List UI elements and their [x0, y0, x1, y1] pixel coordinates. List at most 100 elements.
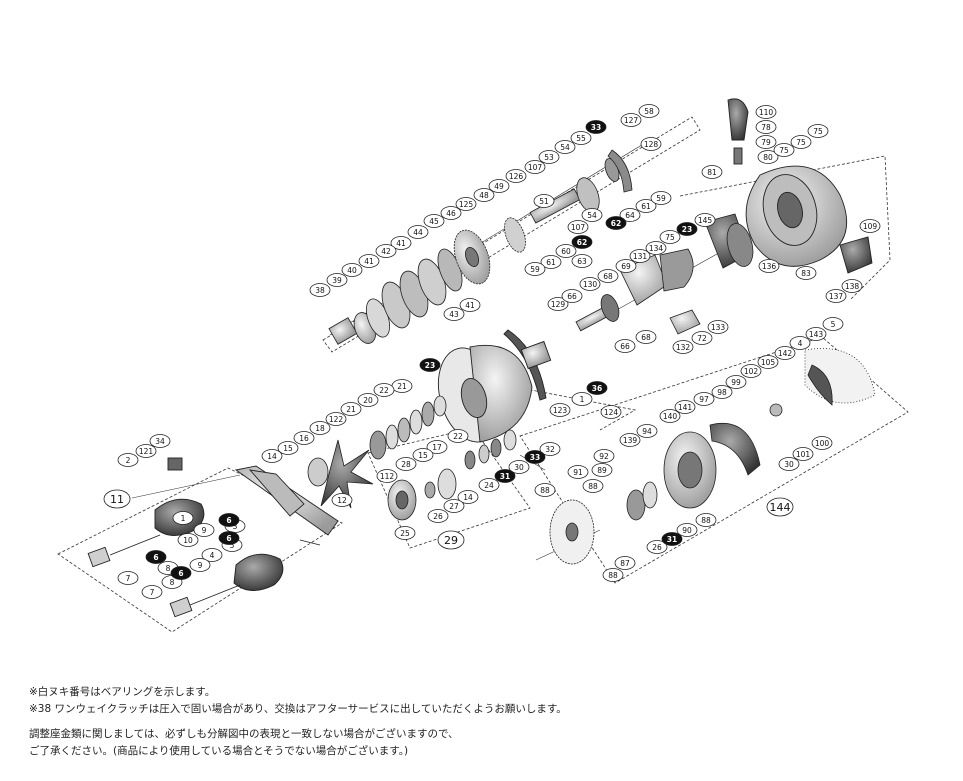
part-callout: 21: [340, 402, 362, 416]
part-callout: 75: [790, 135, 812, 149]
svg-text:48: 48: [479, 191, 489, 200]
svg-text:92: 92: [599, 452, 609, 461]
part-callout: 75: [773, 143, 795, 157]
svg-text:61: 61: [641, 202, 651, 211]
svg-text:60: 60: [561, 247, 571, 256]
svg-text:99: 99: [731, 378, 741, 387]
part-callout: 43: [443, 307, 465, 321]
group-outlines: [57, 116, 909, 633]
part-callout: 80: [757, 150, 779, 164]
part-callout: 2: [117, 453, 139, 467]
part-callout: 7: [117, 571, 139, 585]
svg-text:130: 130: [583, 280, 598, 289]
part-callout: 101: [792, 447, 814, 461]
part-callout: 12: [331, 493, 353, 507]
svg-text:8: 8: [166, 564, 171, 573]
part-callout: 49: [488, 179, 510, 193]
part-callout: 25: [394, 526, 416, 540]
svg-text:75: 75: [665, 233, 675, 242]
part-callout: 20: [357, 393, 379, 407]
svg-text:6: 6: [226, 534, 231, 543]
star-drag-assembly: [307, 395, 447, 509]
part-callout: 61: [635, 199, 657, 213]
part-callout: 79: [755, 135, 777, 149]
svg-text:21: 21: [346, 405, 356, 414]
part-callout: 129: [547, 297, 569, 311]
part-callout: 97: [693, 392, 715, 406]
note-washer-2: ご了承ください。(商品により使用している場合とそうでない場合がございます。): [29, 745, 409, 757]
part-callout: 38: [309, 283, 331, 297]
svg-text:54: 54: [560, 143, 570, 152]
part-callout: 61: [540, 255, 562, 269]
svg-text:51: 51: [539, 197, 549, 206]
part-callout: 46: [440, 206, 462, 220]
svg-text:1: 1: [580, 395, 585, 404]
part-callout: 142: [774, 346, 796, 360]
svg-text:38: 38: [315, 286, 325, 295]
side-plate: [727, 98, 873, 274]
svg-text:66: 66: [620, 342, 630, 351]
svg-text:32: 32: [545, 445, 555, 454]
part-callout: 58: [638, 104, 660, 118]
svg-text:17: 17: [432, 443, 442, 452]
svg-text:9: 9: [202, 526, 207, 535]
svg-text:46: 46: [446, 209, 456, 218]
part-callout: 54: [554, 140, 576, 154]
note-clutch: ※38 ワンウェイクラッチは圧入で固い場合があり、交換はアフターサービスに出して…: [29, 703, 567, 715]
part-callout: 24: [478, 478, 500, 492]
svg-text:21: 21: [397, 382, 407, 391]
svg-text:7: 7: [126, 574, 131, 583]
svg-text:88: 88: [608, 571, 618, 580]
part-callout: 53: [538, 150, 560, 164]
svg-text:39: 39: [332, 276, 342, 285]
part-callout: 64: [619, 208, 641, 222]
svg-text:140: 140: [663, 412, 678, 421]
part-callout: 102: [740, 364, 762, 378]
part-callout: 4: [789, 336, 811, 350]
bearing-callout: 6: [170, 566, 192, 580]
svg-text:105: 105: [761, 358, 776, 367]
part-callout: 141: [674, 400, 696, 414]
svg-text:127: 127: [624, 116, 639, 125]
part-callout: 4: [201, 548, 223, 562]
part-callout: 7: [141, 585, 163, 599]
svg-text:145: 145: [698, 216, 713, 225]
part-callout: 15: [412, 448, 434, 462]
part-callout: 125: [455, 197, 477, 211]
bearing-callout: 62: [605, 216, 627, 230]
spool: [438, 329, 552, 443]
svg-text:22: 22: [453, 432, 463, 441]
svg-text:62: 62: [577, 238, 587, 247]
part-callout: 41: [390, 236, 412, 250]
svg-text:68: 68: [641, 333, 651, 342]
svg-text:112: 112: [380, 472, 395, 481]
part-callout: 136: [758, 259, 780, 273]
svg-text:59: 59: [530, 265, 540, 274]
part-callout: 1: [172, 511, 194, 525]
part-callout: 145: [694, 213, 716, 227]
bearing-callout: 31: [661, 532, 683, 546]
part-callout: 91: [567, 465, 589, 479]
group-callout: 144: [766, 497, 794, 517]
part-callout: 68: [597, 269, 619, 283]
bearing-callout: 33: [524, 450, 546, 464]
part-callout: 122: [325, 412, 347, 426]
svg-text:100: 100: [815, 439, 830, 448]
group-callout: 11: [103, 489, 131, 509]
svg-text:33: 33: [530, 453, 540, 462]
part-callout: 60: [555, 244, 577, 258]
part-callout: 39: [326, 273, 348, 287]
part-callout: 42: [375, 244, 397, 258]
part-callout: 21: [391, 379, 413, 393]
svg-text:45: 45: [429, 217, 439, 226]
svg-text:88: 88: [701, 516, 711, 525]
part-callout: 66: [614, 339, 636, 353]
svg-text:83: 83: [801, 269, 811, 278]
part-callout: 107: [524, 160, 546, 174]
svg-text:64: 64: [625, 211, 635, 220]
svg-text:25: 25: [400, 529, 410, 538]
part-callout: 41: [459, 298, 481, 312]
svg-text:30: 30: [784, 460, 794, 469]
part-callout: 138: [841, 279, 863, 293]
svg-text:28: 28: [401, 460, 411, 469]
